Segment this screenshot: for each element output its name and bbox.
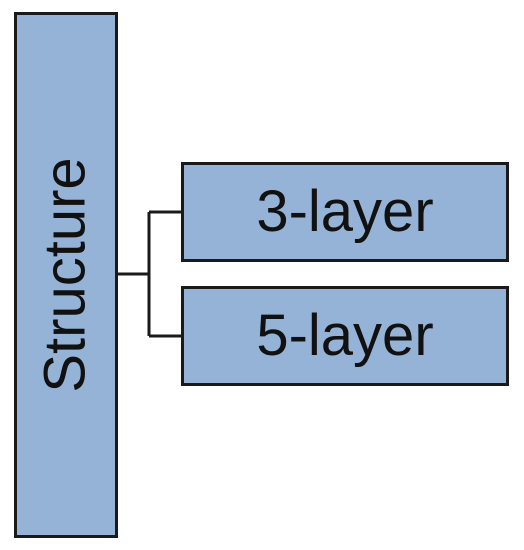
child-node-label-1: 3-layer <box>256 179 434 244</box>
child-node-label-2: 5-layer <box>256 303 434 368</box>
child-node-box-2: 5-layer <box>181 286 509 386</box>
child-node-box-1: 3-layer <box>181 162 509 262</box>
root-node-label: Structure <box>33 157 99 393</box>
root-node-box: Structure <box>14 12 118 538</box>
